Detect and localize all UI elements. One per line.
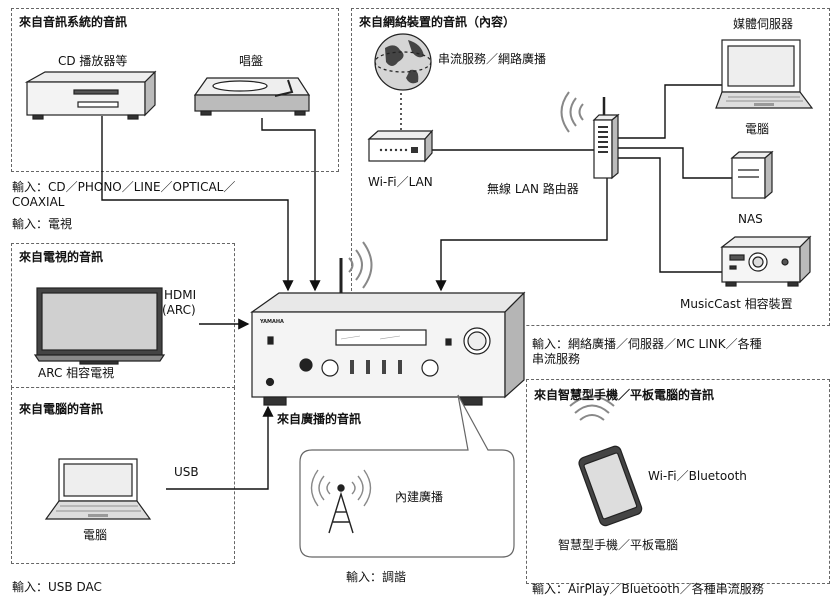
amp-wireless-waves-icon <box>348 241 373 289</box>
wifi-lan-label: Wi-Fi／LAN <box>368 175 433 189</box>
network-heading: 來自網絡裝置的音訊（內容） <box>359 15 516 29</box>
media-server-laptop-icon <box>715 39 814 109</box>
router-icon <box>560 91 620 180</box>
radio-tower-icon <box>310 469 372 534</box>
network-pc-label: 電腦 <box>745 122 770 136</box>
computer-pc-label: 電腦 <box>83 528 108 542</box>
mobile-wifi-bt-label: Wi-Fi／Bluetooth <box>648 469 747 483</box>
arc-tv-label: ARC 相容電視 <box>38 366 115 380</box>
nas-label: NAS <box>738 212 763 226</box>
region-computer <box>11 387 235 564</box>
router-to-nas-line <box>612 147 732 179</box>
phone-wifi-waves-icon <box>569 395 615 421</box>
media-server-label: 媒體伺服器 <box>733 17 794 31</box>
tuner-input-label: 輸入：調諧 <box>346 570 407 584</box>
mobile-input-label: 輸入：AirPlay／Bluetooth／各種串流服務 <box>532 582 764 596</box>
hdmi-label-line1: HDMI <box>164 288 197 302</box>
audio-system-heading: 來自音訊系統的音訊 <box>19 15 128 29</box>
globe-icon <box>374 33 432 91</box>
musiccast-device-icon <box>720 235 812 287</box>
region-mobile <box>526 379 830 584</box>
region-network <box>351 8 830 326</box>
router-label: 無線 LAN 路由器 <box>487 182 579 196</box>
tv-input-label: 輸入：電視 <box>12 217 73 231</box>
tv-heading: 來自電視的音訊 <box>19 250 104 264</box>
cd-to-amp-line <box>101 116 294 292</box>
hdmi-label-line2: (ARC) <box>162 303 196 317</box>
amplifier-icon: YAMAHA <box>250 258 526 406</box>
computer-heading: 來自電腦的音訊 <box>19 402 104 416</box>
usb-dac-input-label: 輸入：USB DAC <box>12 580 102 594</box>
turntable-label: 唱盤 <box>239 54 264 68</box>
mobile-device-label: 智慧型手機／平板電腦 <box>558 538 679 552</box>
network-input-line2: 串流服務 <box>532 352 581 366</box>
smartphone-icon <box>578 445 643 527</box>
audio-input-line1: 輸入：CD／PHONO／LINE／OPTICAL／ <box>12 180 236 194</box>
router-to-pc-line <box>612 84 722 139</box>
turntable-to-amp-line <box>261 118 321 292</box>
pc-laptop-icon <box>44 458 152 520</box>
usb-line <box>166 405 274 490</box>
turntable-icon <box>193 77 311 116</box>
cd-player-icon <box>24 70 157 120</box>
musiccast-label: MusicCast 相容裝置 <box>680 297 793 311</box>
tv-icon <box>33 287 166 365</box>
region-audio-system <box>11 8 339 172</box>
cd-player-label: CD 播放器等 <box>58 54 128 68</box>
network-input-line1: 輸入：網絡廣播／伺服器／MC LINK／各種 <box>532 337 762 351</box>
nas-icon <box>730 150 774 200</box>
streaming-label: 串流服務／網路廣播 <box>438 52 547 66</box>
radio-callout-bubble <box>299 394 515 558</box>
amp-brand-label: YAMAHA <box>259 319 284 325</box>
builtin-radio-label: 內建廣播 <box>395 490 444 504</box>
wifi-device-icon <box>367 129 434 163</box>
mobile-heading: 來自智慧型手機／平板電腦的音訊 <box>534 388 715 402</box>
radio-heading: 來自廣播的音訊 <box>277 412 362 426</box>
router-to-amp-line <box>435 178 608 292</box>
router-to-musiccast-line <box>612 157 722 273</box>
usb-label: USB <box>174 465 199 479</box>
audio-input-line2: COAXIAL <box>12 195 65 209</box>
